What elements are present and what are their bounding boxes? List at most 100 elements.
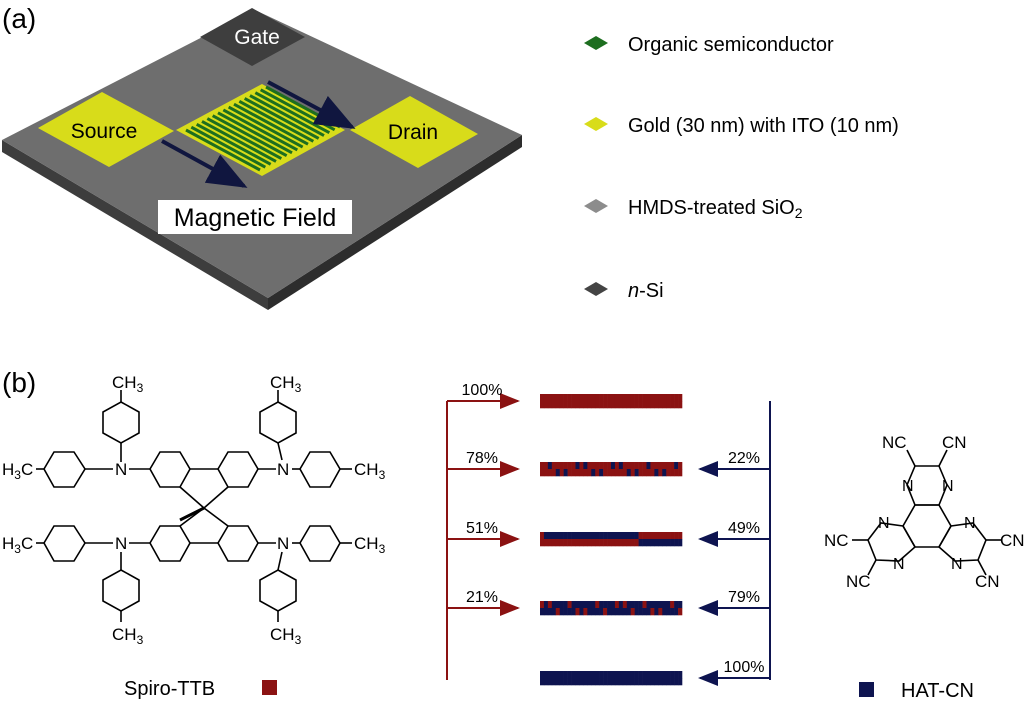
mixture-cell [614, 462, 620, 470]
mixture-cell [622, 462, 628, 470]
mixture-cell [634, 678, 639, 686]
hat-n-6: N [951, 556, 963, 573]
mixture-cell [540, 462, 545, 470]
mixture-cell [666, 401, 671, 409]
mixture-cell [614, 608, 620, 616]
mixture-cell [571, 469, 576, 477]
mixture-cell [654, 394, 659, 402]
mixture-cell [547, 678, 553, 686]
mixture-cell [678, 401, 683, 409]
mixture-cell [626, 401, 632, 409]
mixture-cell [678, 608, 683, 616]
mixture-cell [603, 469, 608, 477]
mixture-cell [658, 401, 663, 409]
mixture-cell [630, 394, 635, 402]
mixture-cell [591, 678, 596, 686]
mixture-cell [555, 608, 561, 616]
right-percent: 79% [728, 589, 760, 606]
mixture-cell [599, 532, 604, 540]
mixture-cell [563, 532, 568, 540]
mixture-cell [583, 469, 588, 477]
mixture-cell [666, 601, 671, 609]
mixture-cell [571, 671, 576, 679]
mixing-diagram: 100%78%22%51%49%21%79%100% [446, 382, 771, 686]
ch3-top-right: CH3 [270, 373, 302, 395]
h3c-lower-left: H3C [2, 534, 33, 556]
mixture-cell [603, 678, 608, 686]
mixture-cell [583, 671, 588, 679]
mixture-cell [670, 539, 675, 547]
mixture-cell [559, 462, 564, 470]
mixture-cell [603, 394, 608, 402]
mixture-cell [599, 469, 604, 477]
mixture-cell [547, 462, 553, 470]
mixture-cell [591, 394, 596, 402]
mixture-cell [567, 462, 572, 470]
mixture-cell [658, 532, 663, 540]
mixture-cell [611, 601, 616, 609]
mixture-cell [595, 401, 600, 409]
mixture-cell [658, 601, 663, 609]
legend-item-sio2: HMDS-treated SiO2 [584, 197, 803, 221]
mixture-cell [618, 539, 624, 547]
mixture-cell [634, 532, 639, 540]
h3c-upper-left: H3C [2, 460, 33, 482]
mixture-cell [614, 601, 620, 609]
mixture-cell [634, 394, 639, 402]
mixture-cell [674, 532, 679, 540]
mixture-cell [658, 469, 663, 477]
legend: Organic semiconductor Gold (30 nm) with … [584, 34, 899, 302]
mixture-cell [547, 608, 553, 616]
field-arrow-bottom [161, 139, 248, 188]
mixture-cell [575, 394, 580, 402]
legend-text-gold: Gold (30 nm) with ITO (10 nm) [628, 115, 899, 137]
mixture-cell [543, 601, 549, 609]
mixture-cell [591, 601, 596, 609]
mixture-cell [583, 394, 588, 402]
mixture-cell [678, 671, 683, 679]
mixture-cell [642, 462, 647, 470]
mixture-cell [563, 539, 568, 547]
mixture-cell [559, 601, 564, 609]
mixture-cell [614, 539, 620, 547]
mixture-cell [591, 401, 596, 409]
mixture-cell [587, 678, 592, 686]
mixture-cell [646, 532, 651, 540]
mixture-cell [547, 539, 553, 547]
mixture-cell [587, 601, 592, 609]
mixture-cell [591, 462, 596, 470]
mixture-cell [540, 532, 545, 540]
legend-swatch-sio2 [584, 199, 608, 213]
mixture-cell [587, 462, 592, 470]
mixture-cell [571, 532, 576, 540]
hat-cn-labels: NC CN N N N N N N NC CN NC CN [824, 433, 1024, 591]
mixture-cell [622, 678, 628, 686]
mixture-cell [543, 394, 549, 402]
mixture-cell [547, 401, 553, 409]
mixture-cell [666, 532, 671, 540]
mixture-cell [583, 608, 588, 616]
mixture-cell [650, 394, 655, 402]
field-label: Magnetic Field [174, 204, 337, 232]
mixture-cell [579, 532, 584, 540]
mixture-cell [638, 678, 643, 686]
mixture-cell [595, 608, 600, 616]
mixture-cell [567, 469, 572, 477]
mixture-cell [611, 462, 616, 470]
mixture-cell [559, 532, 564, 540]
mixture-cell [626, 678, 632, 686]
mixture-cell [678, 394, 683, 402]
mixture-cell [670, 608, 675, 616]
mixture-cell [626, 469, 632, 477]
mixture-bar [540, 394, 683, 409]
legend-text-sio2: HMDS-treated SiO2 [628, 197, 803, 221]
mixture-cell [674, 401, 679, 409]
mixture-cell [678, 469, 683, 477]
gate-pad [200, 8, 305, 66]
mixture-cell [654, 469, 659, 477]
mixture-cell [670, 394, 675, 402]
mixture-cell [591, 608, 596, 616]
mixture-cell [551, 394, 557, 402]
mixture-cell [611, 469, 616, 477]
panel-a-label: (a) [2, 3, 36, 34]
